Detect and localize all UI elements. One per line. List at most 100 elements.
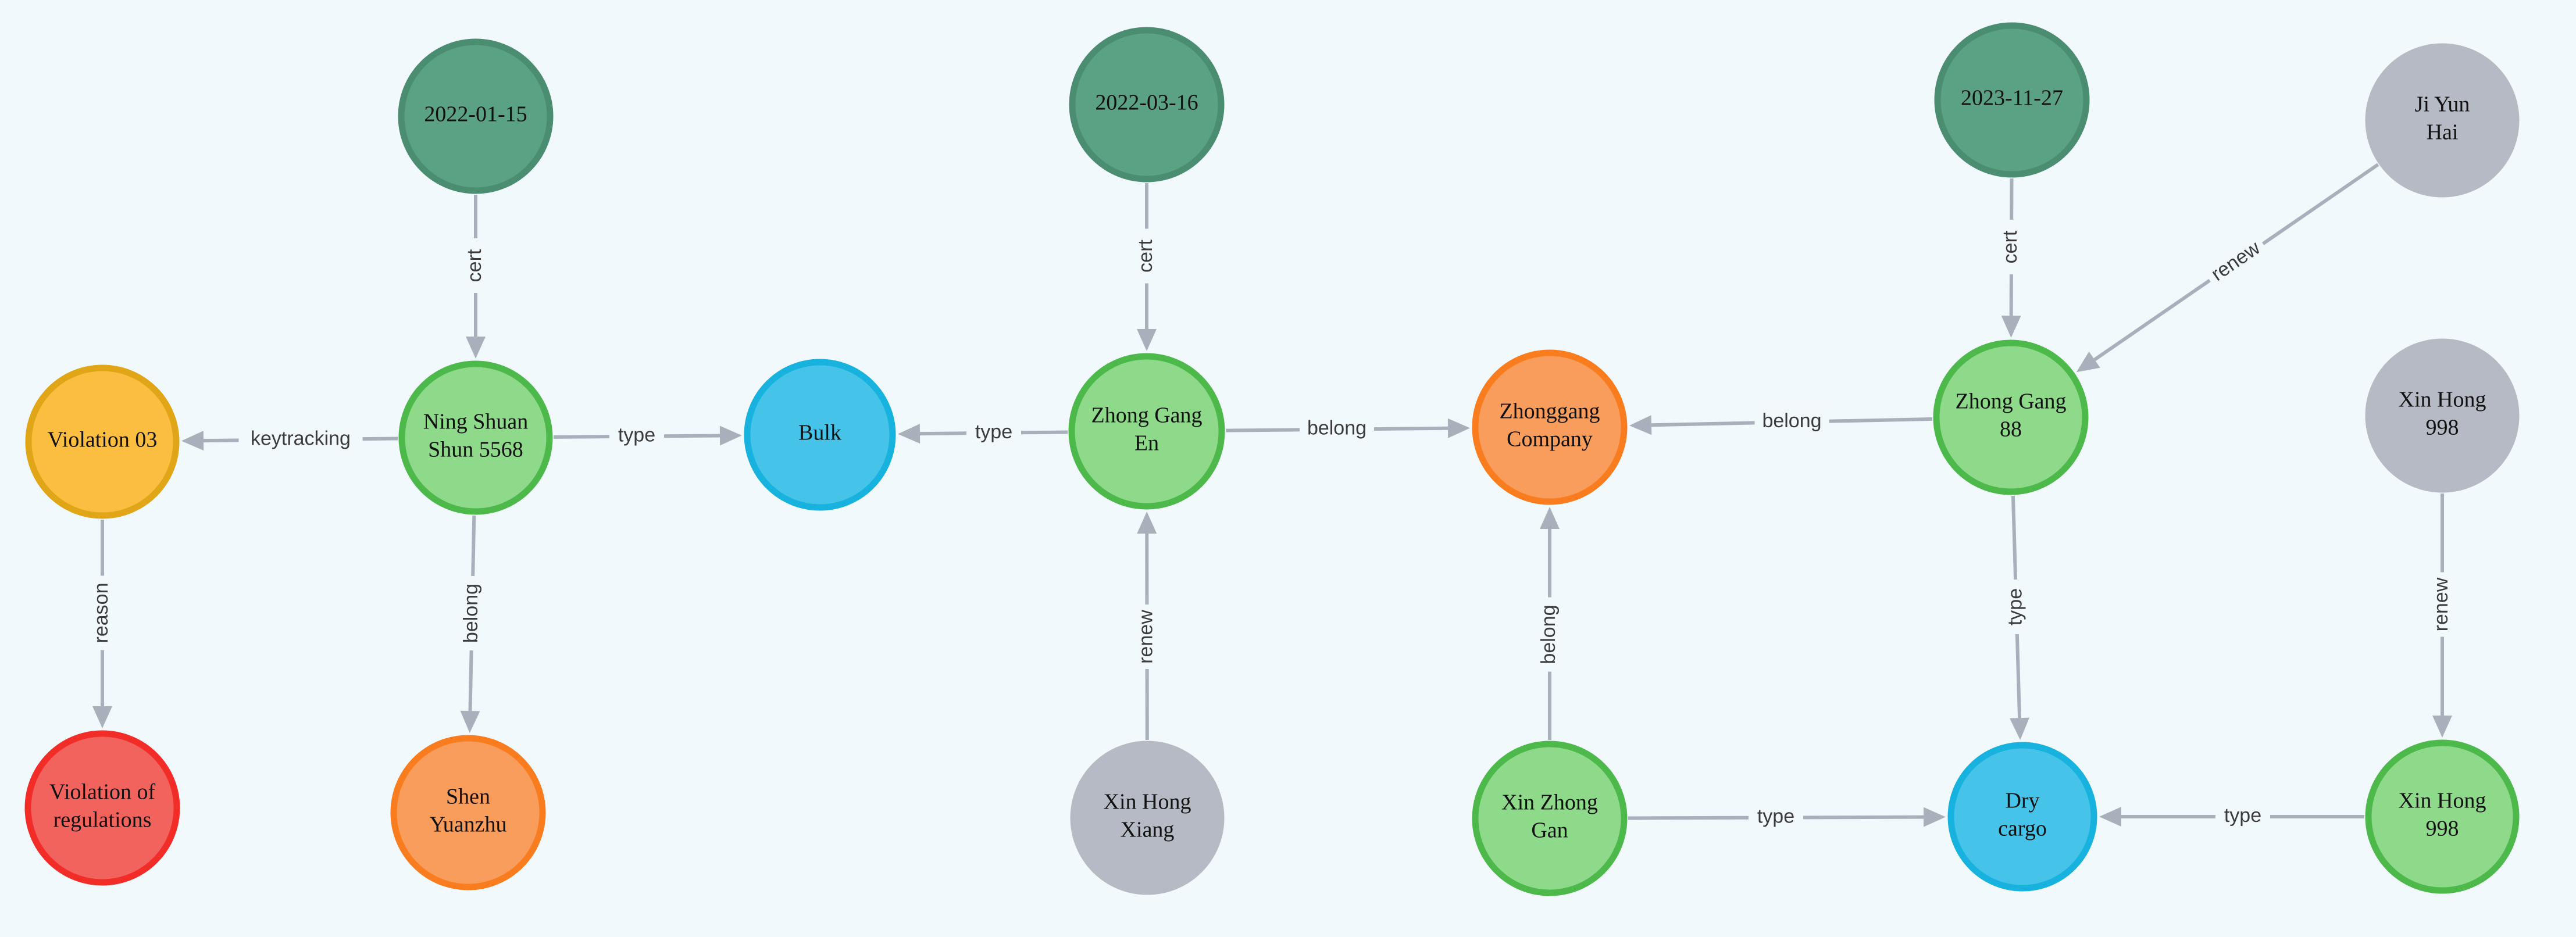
edge-arrowhead: [92, 706, 112, 728]
edge-arrowhead: [2001, 315, 2021, 338]
graph-node-bulk[interactable]: Bulk: [744, 359, 896, 511]
edge-label: cert: [463, 249, 486, 282]
edge-arrowhead: [1923, 807, 1946, 827]
edge-label: type: [1757, 806, 1794, 828]
edge-label-background: [2215, 802, 2270, 832]
edge-label-background: [1535, 597, 1565, 672]
node-circle[interactable]: [2365, 739, 2520, 894]
graph-edge[interactable]: cert: [1996, 178, 2027, 338]
node-circle[interactable]: [398, 360, 553, 515]
node-circle[interactable]: [390, 735, 546, 890]
edge-arrowhead: [2099, 807, 2121, 827]
edge-label: cert: [1999, 230, 2021, 263]
node-circle[interactable]: [1068, 353, 1225, 510]
node-circle[interactable]: [25, 364, 180, 519]
edge-arrowhead: [2076, 351, 2100, 373]
graph-edge[interactable]: belong: [1535, 507, 1565, 740]
graph-edge[interactable]: type: [2001, 495, 2032, 741]
edge-label: renew: [1135, 610, 1157, 664]
edge-arrowhead: [2432, 716, 2452, 738]
edge-label: keytracking: [251, 427, 351, 449]
edge-label: type: [2004, 588, 2026, 625]
edge-label-background: [1749, 802, 1803, 833]
node-circle[interactable]: [1472, 349, 1628, 505]
edge-arrowhead: [719, 425, 743, 446]
node-circle[interactable]: [744, 359, 896, 511]
graph-edge[interactable]: renew: [2427, 493, 2457, 738]
graph-edge[interactable]: type: [2099, 802, 2364, 832]
node-circle[interactable]: [2365, 43, 2520, 198]
edge-label: reason: [90, 583, 112, 643]
node-circle[interactable]: [1472, 741, 1628, 896]
edge-label: type: [975, 421, 1012, 443]
graph-node-date2[interactable]: 2022-03-16: [1069, 27, 1225, 183]
edge-arrowhead: [1447, 418, 1471, 438]
graph-edge[interactable]: type: [553, 421, 743, 452]
node-circle[interactable]: [1934, 22, 2090, 178]
graph-edge[interactable]: renew: [2076, 163, 2379, 373]
edge-label-background: [2427, 572, 2457, 637]
graph-edge[interactable]: keytracking: [181, 424, 398, 455]
edge-arrowhead: [466, 337, 486, 359]
edge-label-background: [1754, 407, 1829, 438]
edge-arrowhead: [2010, 717, 2030, 741]
graph-edge[interactable]: cert: [461, 195, 491, 359]
edge-label: belong: [1537, 605, 1560, 664]
graph-edge[interactable]: cert: [1132, 183, 1162, 351]
edge-label-background: [1132, 228, 1162, 284]
edge-label: belong: [1762, 410, 1821, 432]
edge-label-background: [2001, 580, 2032, 635]
edge-label-background: [966, 417, 1021, 448]
edge-label-background: [1132, 605, 1162, 669]
graph-edge[interactable]: renew: [1132, 511, 1162, 741]
graph-node-violation03[interactable]: Violation 03: [25, 364, 180, 519]
edge-label-background: [238, 424, 363, 455]
edge-label: type: [618, 424, 655, 446]
edge-arrowhead: [1540, 507, 1560, 529]
graph-edge[interactable]: belong: [456, 515, 487, 734]
edge-label-background: [1996, 220, 2027, 275]
edge-label-background: [609, 421, 665, 452]
edge-label: cert: [1134, 239, 1157, 273]
edge-arrowhead: [897, 424, 920, 444]
graph-edge[interactable]: type: [897, 417, 1068, 448]
edge-arrowhead: [1137, 511, 1157, 534]
node-circle[interactable]: [1947, 742, 2097, 892]
edge-arrowhead: [181, 431, 204, 451]
graph-node-date3[interactable]: 2023-11-27: [1934, 22, 2090, 178]
graph-edge[interactable]: belong: [1629, 407, 1933, 438]
edge-label-background: [1300, 414, 1375, 445]
edge-label: renew: [2430, 577, 2452, 631]
edge-label-background: [456, 576, 487, 651]
edge-label-background: [2201, 231, 2272, 293]
edge-label-background: [87, 575, 117, 650]
node-circle[interactable]: [1070, 741, 1225, 895]
edge-label-background: [461, 238, 491, 293]
node-circle[interactable]: [1933, 339, 2089, 495]
node-circle[interactable]: [24, 730, 180, 886]
node-circle[interactable]: [1069, 27, 1225, 183]
edge-arrowhead: [1629, 415, 1652, 435]
graph-edge[interactable]: reason: [87, 520, 117, 728]
edge-label: belong: [1307, 417, 1367, 439]
graph-node-date1[interactable]: 2022-01-15: [398, 38, 554, 194]
graph-edge[interactable]: belong: [1225, 414, 1471, 445]
node-circle[interactable]: [398, 38, 554, 194]
edge-label: belong: [460, 584, 482, 643]
graph-edge[interactable]: type: [1628, 802, 1946, 833]
node-circle[interactable]: [2365, 338, 2520, 493]
